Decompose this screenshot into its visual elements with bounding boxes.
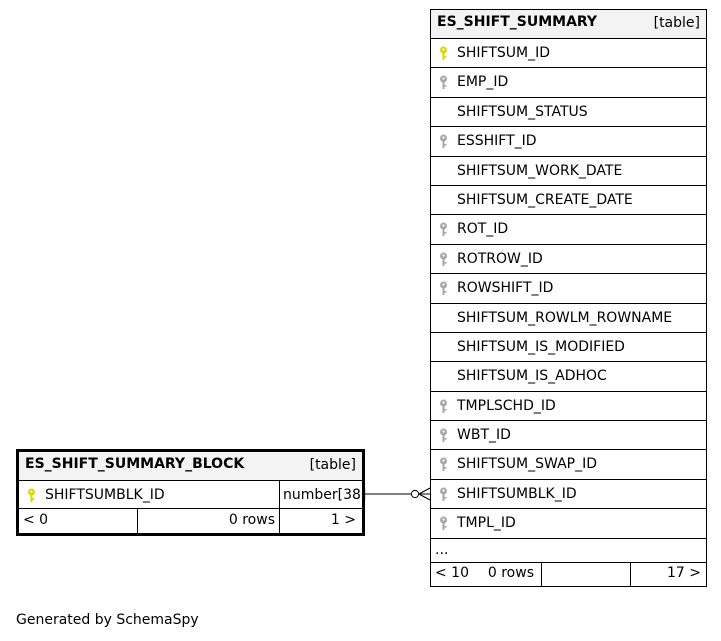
column-name[interactable]: EMP_ID [457,74,509,91]
parents-link[interactable]: < 10 [435,565,469,581]
foreign-key-icon [440,516,447,531]
foreign-key-icon [440,222,447,237]
table-name[interactable]: ES_SHIFT_SUMMARY [437,14,598,30]
column-name[interactable]: SHIFTSUM_IS_MODIFIED [457,338,625,355]
foreign-key-icon [440,281,447,296]
column-name[interactable]: SHIFTSUM_IS_ADHOC [457,368,607,385]
column-row[interactable]: ESSHIFT_ID [431,127,706,157]
column-row[interactable]: SHIFTSUMBLK_ID number[38] [19,481,366,509]
foreign-key-icon [440,252,447,266]
column-row[interactable]: TMPLSCHD_ID [431,392,706,422]
column-row[interactable]: EMP_ID [431,68,706,98]
more-columns-row: ... [431,539,706,563]
foreign-key-icon [440,487,447,501]
foreign-key-icon [440,399,447,413]
column-name[interactable]: ROWSHIFT_ID [457,280,554,297]
column-name[interactable]: SHIFTSUM_WORK_DATE [457,162,623,179]
primary-key-icon [28,488,35,502]
table-header[interactable]: ES_SHIFT_SUMMARY [table] [431,10,706,39]
column-row[interactable]: WBT_ID [431,421,706,451]
table-kind: [table] [653,15,700,31]
column-name[interactable]: SHIFTSUM_ID [457,45,551,61]
column-name[interactable]: SHIFTSUM_ROWLM_ROWNAME [457,309,673,326]
column-row[interactable]: ROT_ID [431,215,706,245]
table-name[interactable]: ES_SHIFT_SUMMARY_BLOCK [25,456,245,472]
foreign-key-icon [440,75,447,90]
crowfoot-upper [418,487,431,495]
column-name[interactable]: ROTROW_ID [457,250,543,267]
column-name[interactable]: SHIFTSUM_STATUS [457,103,588,120]
column-row[interactable]: SHIFTSUM_IS_ADHOC [431,362,706,392]
column-row[interactable]: SHIFTSUM_ROWLM_ROWNAME [431,304,706,333]
column-name[interactable]: SHIFTSUM_SWAP_ID [457,456,598,473]
foreign-key-icon [440,134,447,149]
column-list: SHIFTSUM_ID EMP_ID SHIFTSUM_STATUS ESSHIFT_… [431,39,706,539]
optional-circle-icon [410,489,420,499]
column-type: number[38] [283,487,367,503]
column-name[interactable]: TMPL_ID [457,515,516,532]
generated-by-label: Generated by SchemaSpy [16,612,199,628]
foreign-key-icon [440,457,447,472]
row-count: 0 rows [228,512,275,528]
column-row[interactable]: SHIFTSUMBLK_ID [431,480,706,510]
column-row[interactable]: SHIFTSUM_SWAP_ID [431,450,706,480]
column-row[interactable]: SHIFTSUM_ID [431,39,706,69]
es-shift-summary-table[interactable]: ES_SHIFT_SUMMARY [table] SHIFTSUM_ID EMP_… [430,9,707,587]
primary-key-icon [440,46,447,60]
column-name[interactable]: SHIFTSUMBLK_ID [45,487,165,503]
children-link[interactable]: 1 > [330,512,356,528]
column-name[interactable]: ROT_ID [457,221,509,238]
column-row[interactable]: SHIFTSUM_CREATE_DATE [431,186,706,216]
table-footer: < 0 0 rows 1 > [19,509,362,533]
column-row[interactable]: ROTROW_ID [431,245,706,275]
column-row[interactable]: SHIFTSUM_WORK_DATE [431,157,706,186]
crowfoot-lower [418,493,431,501]
table-header[interactable]: ES_SHIFT_SUMMARY_BLOCK [table] [19,452,362,481]
parents-link[interactable]: < 0 [23,512,49,528]
foreign-key-icon [440,428,447,443]
children-link[interactable]: 17 > [667,565,701,581]
column-row[interactable]: SHIFTSUM_STATUS [431,98,706,128]
row-count: 0 rows [487,565,534,581]
column-name[interactable]: TMPLSCHD_ID [457,397,556,414]
es-shift-summary-block-table[interactable]: ES_SHIFT_SUMMARY_BLOCK [table] SHIFTSUMB… [16,449,366,536]
column-row[interactable]: SHIFTSUM_IS_MODIFIED [431,333,706,363]
column-name[interactable]: ESSHIFT_ID [457,133,537,150]
table-footer: < 10 0 rows 17 > [431,562,706,586]
column-name[interactable]: SHIFTSUMBLK_ID [457,485,577,502]
column-row[interactable]: TMPL_ID [431,509,706,539]
column-name[interactable]: WBT_ID [457,427,511,444]
table-kind: [table] [309,457,356,473]
column-name[interactable]: SHIFTSUM_CREATE_DATE [457,191,633,208]
more-columns-label: ... [435,541,449,558]
column-row[interactable]: ROWSHIFT_ID [431,274,706,304]
